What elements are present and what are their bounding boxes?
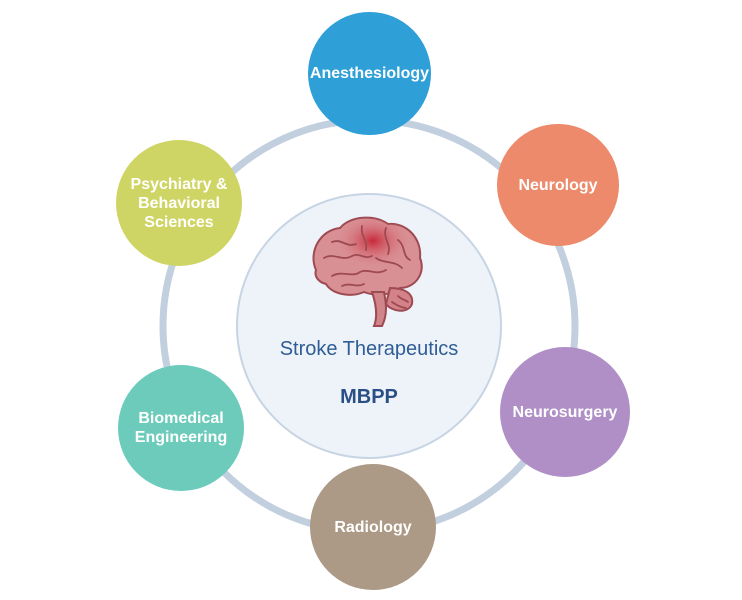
node-label: Neurosurgery <box>512 403 618 421</box>
node-psychiatry-behavioral-sciences: Psychiatry & Behavioral Sciences <box>116 140 242 266</box>
node-label: Psychiatry & Behavioral Sciences <box>130 175 228 231</box>
node-label: Radiology <box>334 518 412 536</box>
center-title: Stroke Therapeutics <box>279 338 459 360</box>
node-neurosurgery: Neurosurgery <box>500 347 630 477</box>
node-neurology: Neurology <box>497 124 619 246</box>
node-radiology: Radiology <box>310 464 436 590</box>
brain-icon <box>312 216 423 327</box>
node-label: Anesthesiology <box>309 65 430 82</box>
center-subtitle: MBPP <box>340 386 398 408</box>
node-label: Biomedical Engineering <box>134 410 228 446</box>
node-anesthesiology: Anesthesiology <box>308 12 431 135</box>
node-label: Neurology <box>518 176 598 194</box>
node-biomedical-engineering: Biomedical Engineering <box>118 365 244 491</box>
